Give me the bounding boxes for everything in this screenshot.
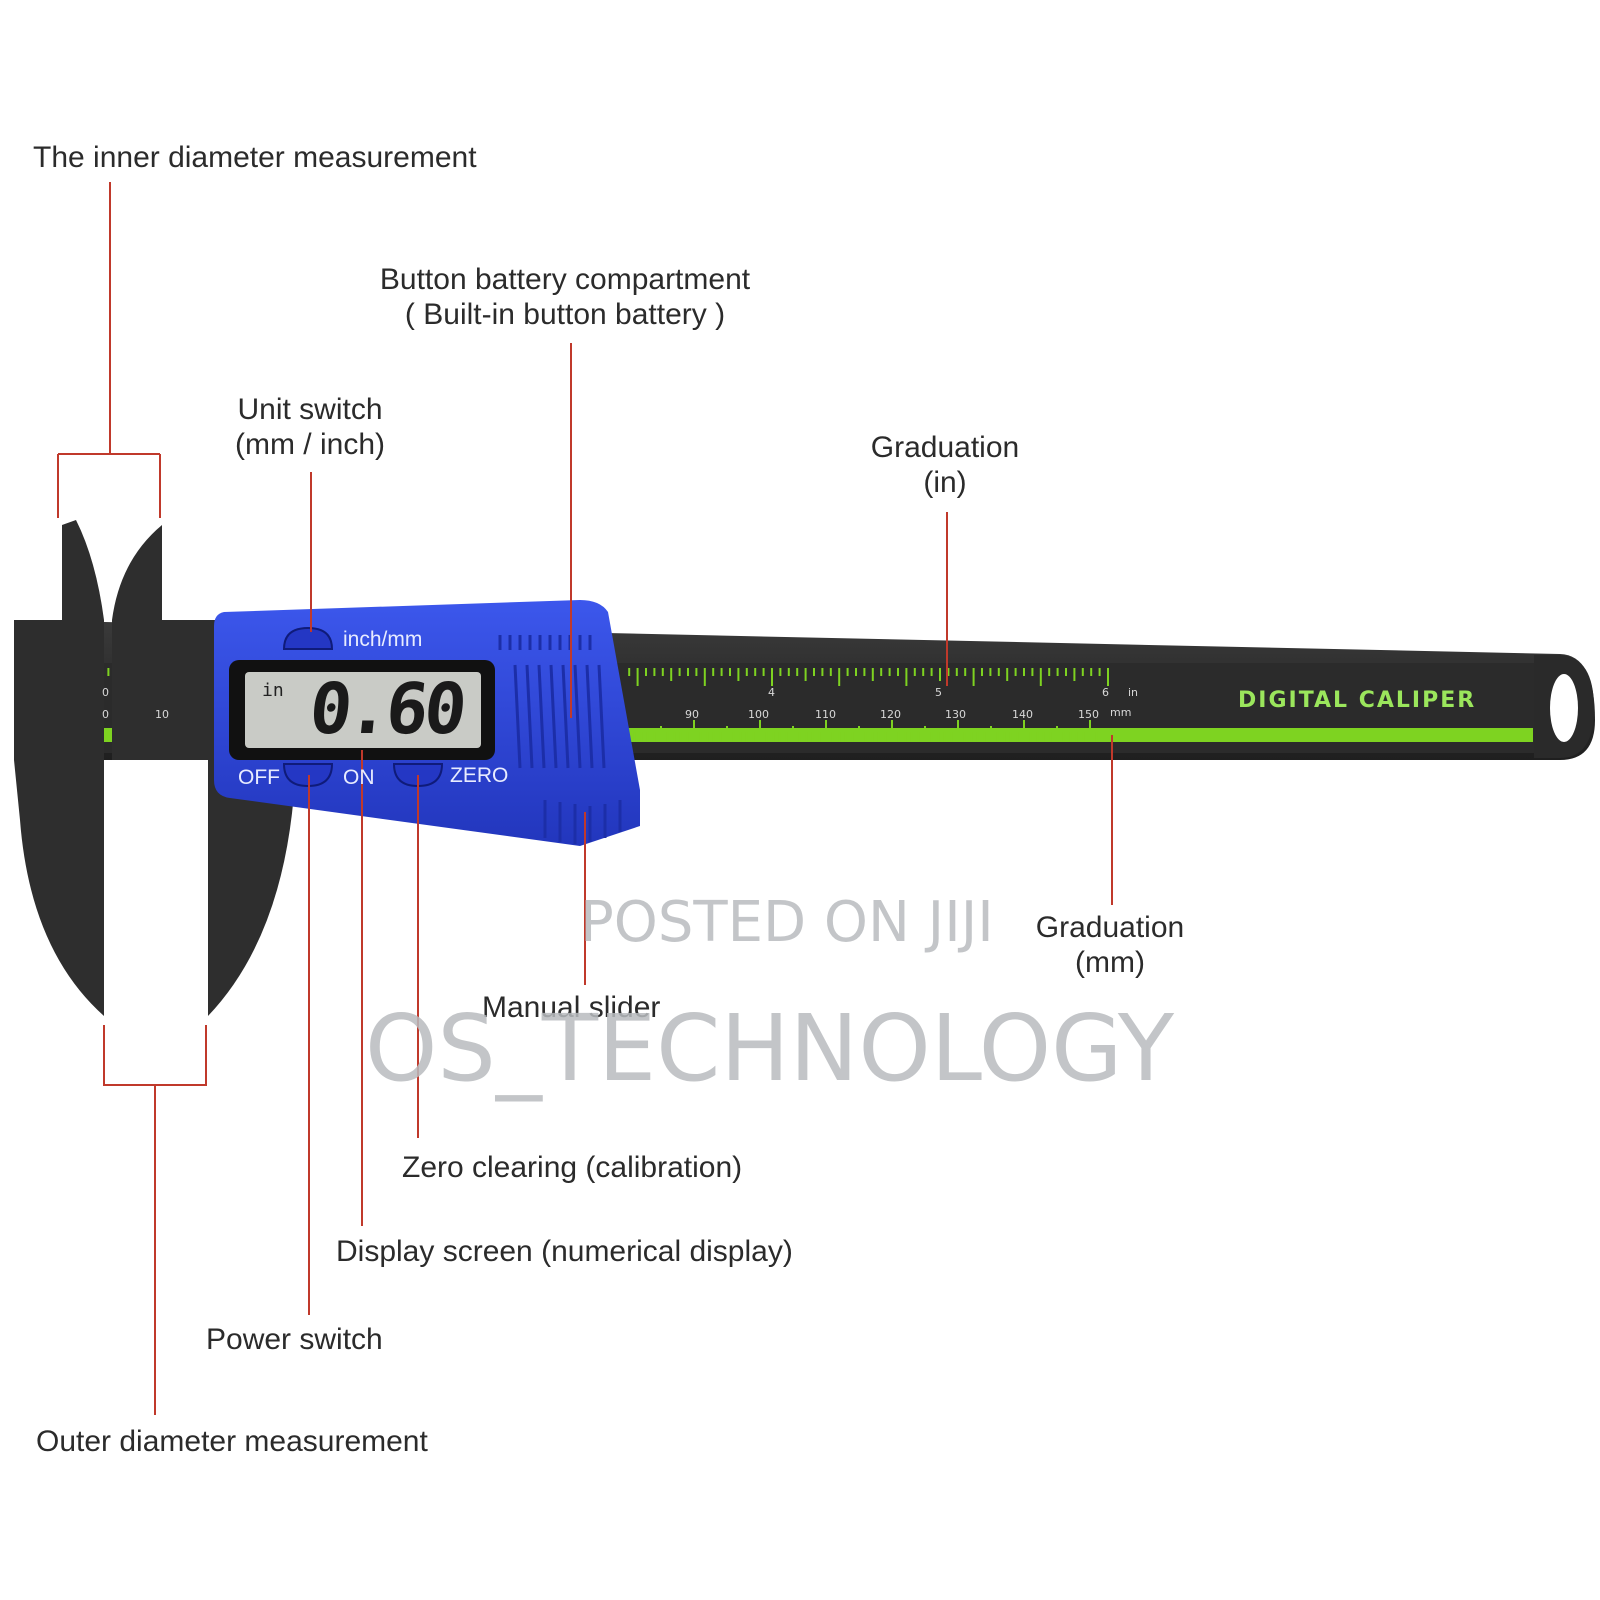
grad-in-line-1: Graduation [870,431,1020,464]
mm-tick-label: 10 [155,708,169,721]
mm-tick-label: 150 [1078,708,1099,721]
zero-label: ZERO [450,764,509,787]
unit-switch-line-1: Unit switch [237,393,383,426]
unit-switch-line-2: (mm / inch) [235,428,385,461]
watermark-posted: POSTED ON JIJI [580,890,994,955]
grad-in-line-2: (in) [923,466,967,499]
in-tick-label: 5 [935,686,942,699]
lcd-screen [245,672,481,748]
mm-tick-label: 120 [880,708,901,721]
scale-in-unit: in [1128,686,1139,699]
label-display-screen: Display screen (numerical display) [336,1235,793,1268]
fixed-jaw [14,520,104,1016]
grip-ridges [513,664,622,844]
mm-tick-label: 140 [1012,708,1033,721]
in-tick-label: 6 [1102,686,1109,699]
leader-lines [57,182,1113,1415]
lcd-value: 0.60 [305,668,467,750]
watermark-brand: OS_TECHNOLOGY [365,995,1175,1102]
battery-compartment [498,635,592,650]
label-graduation-mm: Graduation (mm) [1010,910,1210,980]
label-battery-compartment: Button battery compartment ( Built-in bu… [340,262,790,332]
mm-tick-label: 90 [685,708,699,721]
sliding-jaw [112,525,296,1016]
inch-mm-label: inch/mm [343,628,423,651]
in-tick-label: 0 [102,686,109,699]
mm-tick-label: 110 [815,708,836,721]
label-zero-clearing: Zero clearing (calibration) [402,1151,743,1184]
mm-tick-label: 100 [748,708,769,721]
label-graduation-in: Graduation (in) [845,430,1045,500]
label-unit-switch: Unit switch (mm / inch) [205,392,415,462]
battery-line-2: ( Built-in button battery ) [404,298,726,331]
mm-tick-label: 0 [102,708,109,721]
lcd-unit: in [262,680,284,701]
mm-tick-label: 130 [945,708,966,721]
label-inner-diameter: The inner diameter measurement [33,141,477,174]
brand-text: DIGITAL CALIPER [1238,688,1477,713]
battery-line-1: Button battery compartment [379,263,751,296]
slider-body [214,600,640,846]
scale-mm-unit: mm [1110,706,1132,719]
off-label: OFF [238,766,280,789]
on-label: ON [343,766,375,789]
grad-mm-line-2: (mm) [1075,946,1145,979]
label-manual-slider: Manual slider [482,991,661,1024]
unit-switch-button[interactable] [282,626,334,650]
grad-mm-line-1: Graduation [1035,911,1185,944]
hang-hole [1550,674,1578,742]
in-tick-label: 4 [768,686,775,699]
label-power-switch: Power switch [206,1323,383,1356]
label-outer-diameter: Outer diameter measurement [36,1425,428,1458]
